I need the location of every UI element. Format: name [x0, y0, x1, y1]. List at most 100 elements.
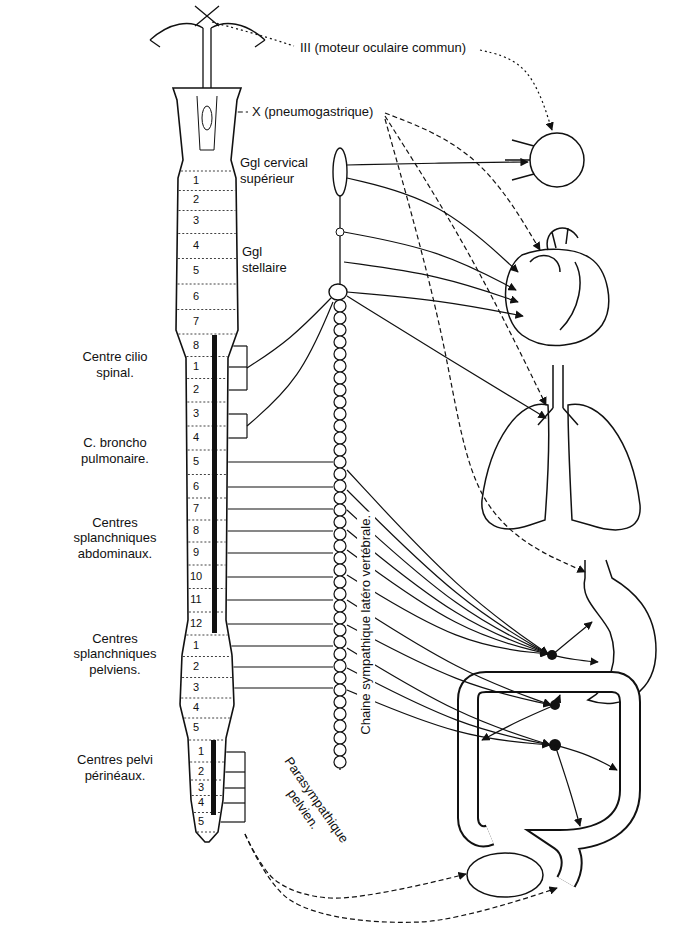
sympathetic-chain [329, 148, 347, 770]
segment-divider [177, 309, 236, 310]
chain-ganglion [334, 444, 346, 456]
annotation-label: X (pneumogastrique) [252, 104, 373, 120]
segment-number: 1 [193, 360, 199, 373]
bracket-ramus [224, 802, 245, 803]
segment-divider [179, 210, 236, 211]
chain-ganglion [334, 516, 346, 528]
segment-number: 2 [193, 193, 199, 206]
communicating-ramus [228, 623, 333, 624]
nerve-fibres [212, 22, 617, 922]
segment-divider [192, 795, 222, 796]
segment-number: 3 [193, 214, 199, 227]
sympathetic-fibre [347, 490, 548, 654]
segment-number: 5 [193, 721, 199, 734]
annotation-label: Ggl stellaire [242, 244, 304, 275]
segment-number: 7 [193, 502, 199, 515]
segment-divider [181, 171, 233, 172]
chain-ganglion [334, 432, 346, 444]
broncho-pulmonary-fibre [247, 302, 333, 426]
annotation-label: Ggl cervical supérieur [240, 155, 326, 186]
parasympathetic-fibre [385, 119, 585, 572]
chain-ganglion [334, 660, 346, 672]
segment-divider [189, 565, 226, 566]
chain-ganglion [334, 384, 346, 396]
chain-ganglion [334, 420, 346, 432]
segment-number: 1 [198, 745, 204, 758]
ganglia [547, 650, 561, 751]
communicating-ramus [228, 508, 333, 509]
segment-number: 2 [193, 660, 199, 673]
chain-ganglion [334, 672, 346, 684]
sacral-column [211, 740, 216, 815]
bracket-ramus [221, 821, 245, 822]
bracket-ramus [228, 437, 247, 438]
chain-ganglion [334, 588, 346, 600]
segment-divider [194, 812, 220, 813]
heart [506, 228, 609, 345]
annotation-label: III (moteur oculaire commun) [300, 40, 466, 56]
segment-divider [188, 450, 227, 451]
segment-divider [188, 542, 225, 543]
chain-ganglion [334, 648, 346, 660]
communicating-ramus [228, 552, 333, 553]
bracket-ramus [229, 413, 247, 414]
sympathetic-fibre [347, 530, 548, 654]
segment-number: 7 [193, 315, 199, 328]
segment-number: 3 [193, 681, 199, 694]
sympathetic-fibre [347, 600, 551, 705]
segment-divider [189, 588, 225, 589]
sympathetic-fibre [347, 550, 548, 654]
parasympathetic-fibre [480, 50, 552, 130]
segment-divider [184, 718, 230, 719]
communicating-ramus [227, 576, 333, 577]
colon-lumen [468, 682, 630, 882]
segment-divider [182, 677, 232, 678]
bracket-ramus [226, 751, 245, 752]
segment-number: 4 [193, 701, 199, 714]
segment-divider [186, 635, 227, 636]
sympathetic-fibre [347, 470, 548, 654]
sympathetic-fibre [347, 296, 546, 418]
sympathetic-fibre [347, 625, 551, 705]
chain-ganglion [334, 492, 346, 504]
spinal-cord [173, 88, 241, 842]
chain-ganglion [334, 408, 346, 420]
left-lung [482, 404, 549, 529]
segment-divider [188, 474, 226, 475]
segment-number: 6 [193, 480, 199, 493]
communicating-ramus [234, 687, 333, 688]
eye [505, 133, 584, 187]
segment-number: 3 [193, 407, 199, 420]
bracket-ramus [229, 389, 247, 390]
segment-divider [197, 832, 217, 833]
medulla-nucleus [202, 106, 212, 130]
sympathetic-fibre [347, 668, 550, 745]
segment-divider [181, 698, 232, 699]
segment-divider [188, 426, 227, 427]
segment-number: 2 [198, 765, 204, 778]
cord-outline [173, 88, 241, 842]
middle-cervical-ganglion [336, 228, 344, 236]
segment-number: 5 [193, 455, 199, 468]
lungs [482, 365, 640, 530]
chain-ganglion [334, 636, 346, 648]
chain-ganglion [334, 600, 346, 612]
segment-divider [183, 656, 231, 657]
segment-number: 5 [198, 815, 204, 828]
segment-number: 4 [193, 431, 199, 444]
sympathetic-fibre [347, 648, 550, 745]
sympathetic-fibre [347, 690, 550, 745]
bracket-ramus [225, 787, 245, 788]
segment-number: 8 [193, 339, 199, 352]
segment-divider [188, 520, 226, 521]
communicating-ramus [227, 599, 333, 600]
sympathetic-fibre [347, 575, 548, 654]
cilio-spinal-fibre [247, 298, 331, 368]
segment-divider [178, 334, 235, 335]
bladder [467, 853, 543, 897]
annotation-label: C. broncho pulmonaire. [65, 435, 165, 466]
lateral-horn-column [212, 335, 217, 633]
chain-ganglion [334, 552, 346, 564]
